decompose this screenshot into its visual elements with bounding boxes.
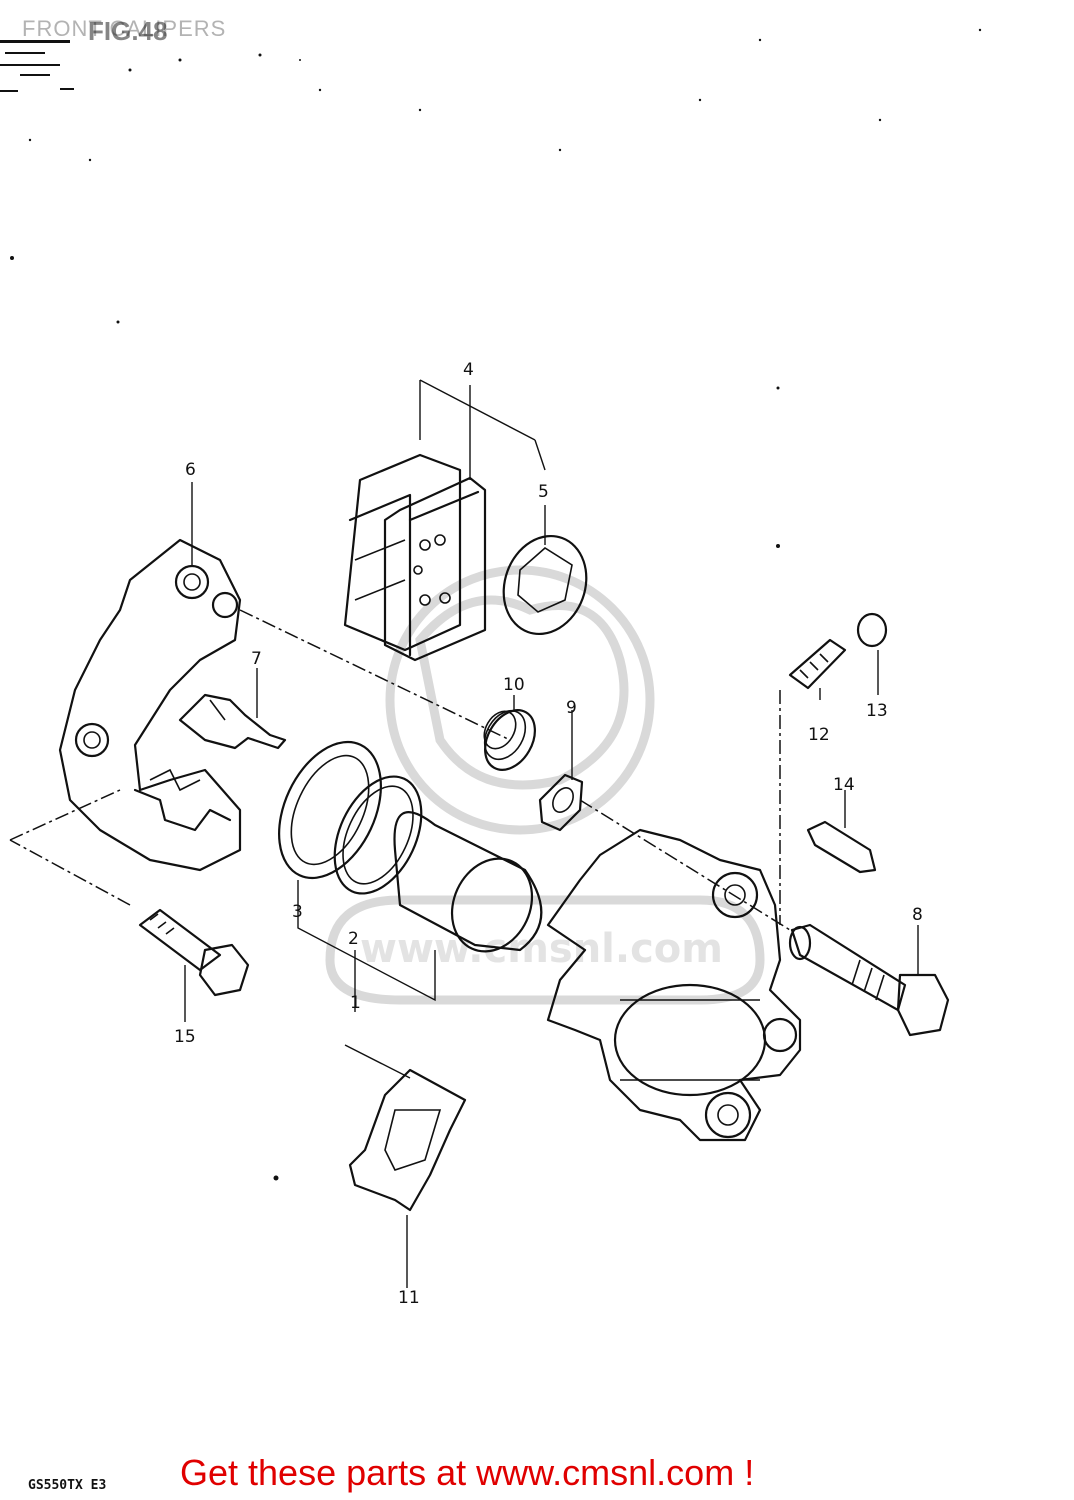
scan-noise [0,28,982,1181]
piston-seal [333,775,423,895]
callout-9: 9 [566,698,577,718]
assembly-lines [9,379,791,1079]
callout-12: 12 [808,725,830,745]
bellows [483,709,536,771]
callout-14: 14 [833,775,855,795]
diagram-title: FRONT CALIPERS [22,16,227,41]
caliper-assembly [546,828,802,1142]
callout-11: 11 [398,1288,420,1308]
spacer [348,1068,467,1212]
pad-shim [502,534,588,636]
boot [538,773,584,832]
leader-lines [184,385,919,1288]
dust-seal [278,740,382,880]
callout-2: 2 [348,929,359,949]
callout-labels: 4 5 6 7 10 9 12 13 14 8 3 2 1 15 11 [174,360,923,1308]
caliper-axle-bolt [788,923,950,1037]
caliper-holder [58,538,242,872]
bleeder-cap [856,612,888,648]
watermark-text: www.cmsnl.com [360,926,723,972]
watermark: www.cmsnl.com [325,565,765,1005]
holder-bolt [138,908,250,997]
pad-spring [178,693,287,750]
piston [393,811,543,953]
callout-10: 10 [503,675,525,695]
callout-4: 4 [463,360,474,380]
callout-8: 8 [912,905,923,925]
bleeder-valve [788,638,847,690]
figure-label: FIG.48 [88,16,168,46]
callout-6: 6 [185,460,196,480]
callout-5: 5 [538,482,549,502]
callout-15: 15 [174,1027,196,1047]
model-code: GS550TX E3 [28,1478,107,1493]
callout-3: 3 [292,902,303,922]
parts-link-banner[interactable]: Get these parts at www.cmsnl.com ! [180,1452,755,1493]
pad-retainer-clip [806,820,877,874]
brake-pad-set [343,453,487,662]
callout-1: 1 [350,993,361,1013]
callout-13: 13 [866,701,888,721]
callout-7: 7 [251,649,262,669]
